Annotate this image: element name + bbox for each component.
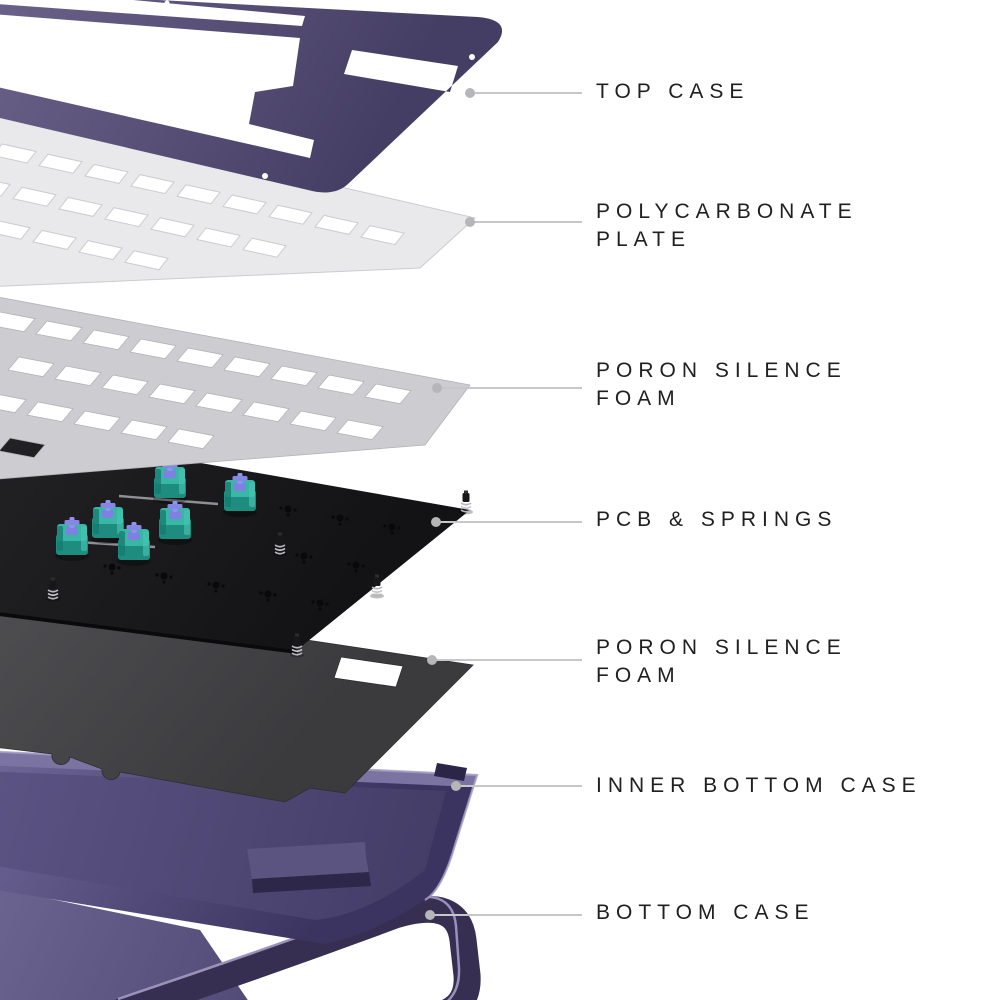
pcb-layer xyxy=(0,427,474,659)
inner-case-block xyxy=(247,842,371,893)
label-line: PLATE xyxy=(596,228,691,251)
poron-foam-lower-layer xyxy=(0,593,474,803)
label-line: PCB & SPRINGS xyxy=(596,508,838,531)
polycarbonate-plate-layer xyxy=(0,107,477,287)
pcb-edge xyxy=(0,612,297,654)
label-line: POLYCARBONATE xyxy=(596,200,858,223)
pcb-board xyxy=(0,427,470,650)
bottom-case-body xyxy=(0,888,248,1000)
leader-lines xyxy=(430,92,582,916)
label-line: PORON SILENCE xyxy=(596,359,847,382)
top-case-screw-holes xyxy=(164,0,475,179)
pcb-hole-pattern xyxy=(103,505,401,611)
label-line: INNER BOTTOM CASE xyxy=(596,774,922,797)
poron-foam-upper-layer xyxy=(0,297,471,480)
label-inner-bottom-case: INNER BOTTOM CASE xyxy=(596,772,922,800)
label-pcb-and-springs: PCB & SPRINGS xyxy=(596,506,837,534)
screw-spring xyxy=(458,489,474,516)
label-polycarbonate-plate: POLYCARBONATE PLATE xyxy=(596,198,858,254)
label-line: FOAM xyxy=(596,387,681,410)
label-line: TOP CASE xyxy=(596,80,750,103)
label-line: BOTTOM CASE xyxy=(596,901,815,924)
top-case-frame xyxy=(0,0,502,193)
leader-dot-foam-lower xyxy=(427,655,437,665)
label-poron-silence-foam-lower: PORON SILENCE FOAM xyxy=(596,634,847,690)
top-case-layer xyxy=(0,0,502,193)
label-line: PORON SILENCE xyxy=(596,636,847,659)
poron-foam-lower-sheet xyxy=(0,593,474,803)
leader-dot-top-case xyxy=(465,88,475,98)
label-bottom-case: BOTTOM CASE xyxy=(596,899,814,927)
leader-dot-foam-upper xyxy=(432,383,442,393)
leader-dot-plate xyxy=(465,217,475,227)
leader-dot-pcb xyxy=(431,517,441,527)
leader-dot-bottom-case xyxy=(425,910,435,920)
leader-dot-inner-bottom-case xyxy=(451,781,461,791)
leader-dots xyxy=(425,88,475,920)
label-poron-silence-foam-upper: PORON SILENCE FOAM xyxy=(596,357,847,413)
inner-case-usb-recess xyxy=(434,763,467,781)
inner-case-rim-highlight xyxy=(0,750,479,901)
inner-bottom-case-layer xyxy=(0,750,479,944)
label-top-case: TOP CASE xyxy=(596,78,749,106)
label-line: FOAM xyxy=(596,664,681,687)
